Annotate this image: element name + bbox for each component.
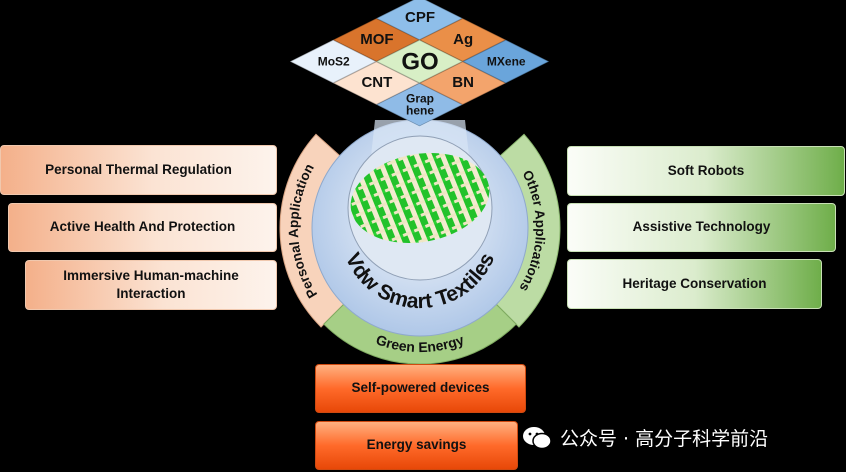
material-label: Ag xyxy=(453,31,474,49)
material-label: CNT xyxy=(361,74,393,92)
personal-item: Personal Thermal Regulation xyxy=(0,145,277,195)
other-item: Heritage Conservation xyxy=(567,259,822,309)
other-item: Soft Robots xyxy=(567,146,845,196)
green-item: Energy savings xyxy=(315,421,518,470)
personal-item: Active Health And Protection xyxy=(8,203,277,252)
material-label: MXene xyxy=(486,54,526,69)
green-energy-label: Green Energy xyxy=(374,331,466,355)
fabric-icon xyxy=(350,152,490,244)
watermark: 公众号 · 高分子科学前沿 xyxy=(522,424,768,451)
other-item: Assistive Technology xyxy=(567,203,836,252)
wechat-icon xyxy=(523,426,552,449)
material-label: GO xyxy=(401,47,439,75)
material-label: MoS2 xyxy=(317,54,350,69)
personal-item: Immersive Human-machine Interaction xyxy=(25,260,277,310)
watermark-text: 公众号 · 高分子科学前沿 xyxy=(560,428,769,450)
material-label: MOF xyxy=(360,31,394,49)
green-item: Self-powered devices xyxy=(315,364,526,413)
material-label: BN xyxy=(452,74,474,92)
svg-text:Green Energy: Green Energy xyxy=(374,331,466,355)
material-label: CPF xyxy=(405,9,435,27)
